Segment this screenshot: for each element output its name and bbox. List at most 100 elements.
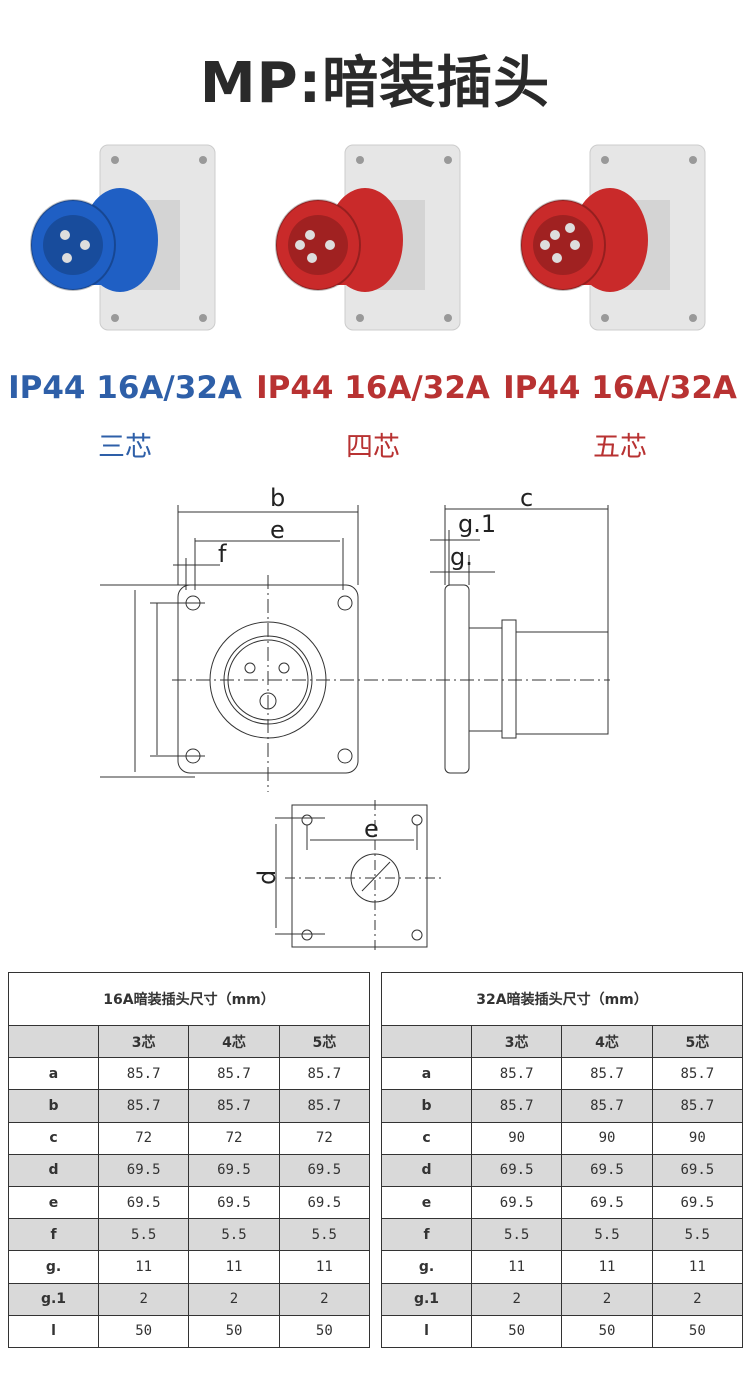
table-cell: 5.5: [97, 1218, 190, 1252]
table-cell: 5.5: [561, 1218, 653, 1252]
table-cell: 50: [97, 1314, 190, 1348]
column-header: 4芯: [561, 1024, 653, 1059]
table-cell: 11: [470, 1250, 563, 1284]
table-cell: 72: [97, 1121, 190, 1155]
column-header: 4芯: [188, 1024, 280, 1059]
cutout-view: [275, 800, 445, 950]
table-cell: 11: [278, 1250, 371, 1284]
table-title: 32A暗装插头尺寸（mm）: [381, 972, 743, 1026]
row-label: e: [8, 1185, 99, 1220]
table-cell: 5.5: [651, 1218, 744, 1252]
column-header: 3芯: [470, 1024, 563, 1059]
table-cell: 90: [561, 1121, 653, 1155]
label-b: b: [270, 484, 285, 512]
product-image: [25, 140, 265, 340]
table-cell: 2: [188, 1282, 280, 1316]
product-image: [515, 140, 750, 340]
table-cell: 90: [651, 1121, 744, 1155]
label-d: d: [253, 870, 281, 885]
table-cell: 11: [97, 1250, 190, 1284]
table-cell: 72: [188, 1121, 280, 1155]
row-label: g.: [8, 1250, 99, 1284]
table-cell: 50: [278, 1314, 371, 1348]
dimension-drawing: b e f c g.1 g. e d: [100, 484, 610, 950]
table-cell: 85.7: [470, 1057, 563, 1091]
table-cell: 50: [188, 1314, 280, 1348]
table-cell: 2: [561, 1282, 653, 1316]
row-label: d: [8, 1153, 99, 1187]
table-cell: 2: [470, 1282, 563, 1316]
table-cell: 69.5: [188, 1185, 280, 1220]
column-header: 5芯: [651, 1024, 744, 1059]
row-label: f: [381, 1218, 472, 1252]
label-g: g.: [450, 543, 473, 571]
front-view: [100, 505, 610, 792]
table-cell: 2: [97, 1282, 190, 1316]
row-label: c: [381, 1121, 472, 1155]
table-cell: 11: [651, 1250, 744, 1284]
table-cell: 85.7: [278, 1089, 371, 1123]
table-cell: 11: [188, 1250, 280, 1284]
product-caption: IP44 16A/32A: [8, 370, 242, 406]
table-cell: 5.5: [188, 1218, 280, 1252]
row-label: a: [8, 1057, 99, 1091]
table-cell: 85.7: [651, 1089, 744, 1123]
table-cell: 85.7: [188, 1089, 280, 1123]
row-label: d: [381, 1153, 472, 1187]
column-header: [381, 1024, 472, 1059]
side-view: [430, 505, 609, 774]
row-label: a: [381, 1057, 472, 1091]
row-label: l: [8, 1314, 99, 1348]
table-cell: 85.7: [561, 1089, 653, 1123]
row-label: g.: [381, 1250, 472, 1284]
table-cell: 69.5: [97, 1185, 190, 1220]
table-cell: 85.7: [97, 1057, 190, 1091]
product-caption: IP44 16A/32A: [256, 370, 490, 406]
product-cores: 三芯: [98, 432, 152, 463]
column-header: 3芯: [97, 1024, 190, 1059]
row-label: e: [381, 1185, 472, 1220]
table-cell: 85.7: [651, 1057, 744, 1091]
label-f: f: [218, 540, 227, 568]
table-cell: 85.7: [470, 1089, 563, 1123]
column-header: [8, 1024, 99, 1059]
row-label: l: [381, 1314, 472, 1348]
table-cell: 69.5: [651, 1185, 744, 1220]
label-g1: g.1: [458, 510, 496, 538]
row-label: c: [8, 1121, 99, 1155]
table-cell: 72: [278, 1121, 371, 1155]
table-cell: 69.5: [278, 1185, 371, 1220]
row-label: f: [8, 1218, 99, 1252]
table-cell: 50: [561, 1314, 653, 1348]
table-cell: 69.5: [97, 1153, 190, 1187]
product-cores: 四芯: [346, 432, 400, 463]
table-cell: 85.7: [561, 1057, 653, 1091]
table-cell: 69.5: [188, 1153, 280, 1187]
table-cell: 11: [561, 1250, 653, 1284]
row-label: g.1: [381, 1282, 472, 1316]
table-cell: 69.5: [561, 1185, 653, 1220]
page-title: MP:暗装插头: [199, 51, 551, 116]
column-header: 5芯: [278, 1024, 371, 1059]
table-cell: 69.5: [470, 1153, 563, 1187]
table-cell: 69.5: [561, 1153, 653, 1187]
product-cores: 五芯: [593, 432, 647, 463]
label-e: e: [270, 516, 285, 544]
table-title: 16A暗装插头尺寸（mm）: [8, 972, 370, 1026]
